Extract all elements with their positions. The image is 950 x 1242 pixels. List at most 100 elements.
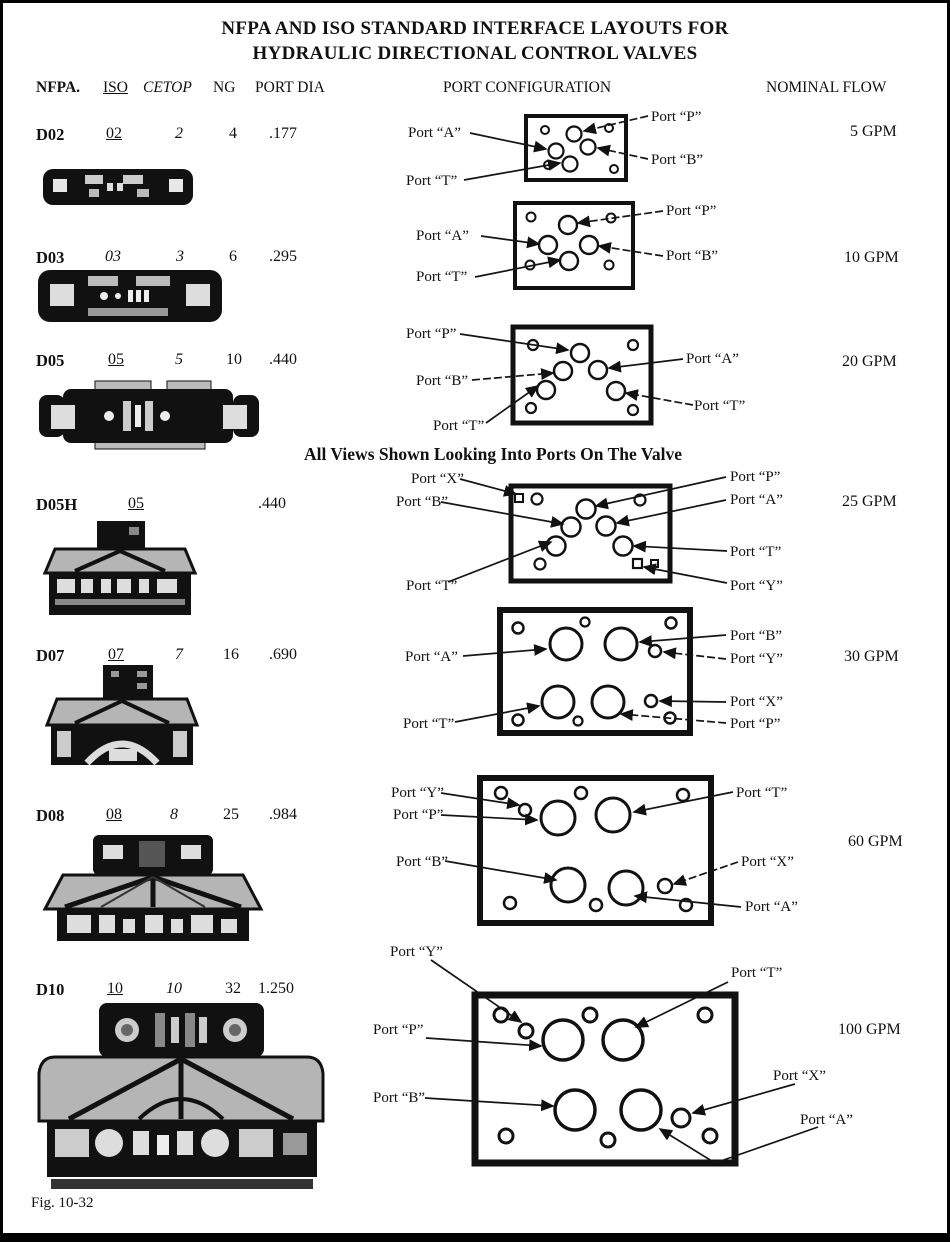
d08-port-label-b: Port “B”	[396, 854, 448, 870]
d03-cetop: 3	[176, 248, 184, 265]
d07-valve-photo	[44, 665, 200, 766]
d05h-leader-lines	[440, 476, 728, 584]
d08-port-label-x: Port “X”	[741, 854, 794, 870]
d05-port-diagram: Port “P” Port “B” Port “T” Port “A” Port…	[406, 324, 745, 434]
d03-leader-lines	[474, 210, 664, 278]
d02-valve-photo	[43, 169, 193, 205]
d02-port-diagram: Port “P” Port “A” Port “B” Port “T”	[406, 109, 703, 189]
page-title-line2: HYDRAULIC DIRECTIONAL CONTROL VALVES	[252, 43, 698, 64]
d05h-port-dia: .440	[258, 495, 286, 512]
d05h-port-label-t-left: Port “T”	[406, 578, 457, 594]
d05h-nominal-flow: 25 GPM	[842, 493, 897, 510]
port-hole-a	[619, 1088, 663, 1132]
d10-port-label-a: Port “A”	[800, 1112, 853, 1128]
d10-iso-code: 10	[107, 980, 123, 997]
d05-port-label-t-right: Port “T”	[694, 398, 745, 414]
port-hole-p	[539, 799, 577, 837]
d05h-port-label-a: Port “A”	[730, 492, 783, 508]
d02-cetop: 2	[175, 125, 183, 142]
d05h-iso-code: 05	[128, 495, 144, 512]
d03-port-label-t: Port “T”	[416, 269, 467, 285]
header-nominal-flow: NOMINAL FLOW	[766, 79, 887, 96]
d10-port-label-b: Port “B”	[373, 1090, 425, 1106]
d10-port-label-x: Port “X”	[773, 1068, 826, 1084]
d05-port-label-t-left: Port “T”	[433, 418, 484, 434]
d08-port-holes	[493, 785, 694, 913]
d05-port-dia: .440	[269, 351, 297, 368]
d07-leader-lines	[454, 634, 727, 724]
header-cetop: CETOP	[143, 79, 192, 96]
d05-leader-lines	[459, 333, 694, 424]
port-hole-p	[590, 684, 626, 720]
d07-cetop: 7	[175, 646, 183, 663]
d07-port-label-x: Port “X”	[730, 694, 783, 710]
port-hole-x	[643, 693, 659, 709]
port-hole-t	[561, 155, 579, 173]
d08-port-label-t: Port “T”	[736, 785, 787, 801]
port-hole-b	[553, 1088, 597, 1132]
d03-port-label-a: Port “A”	[416, 228, 469, 244]
d07-port-label-y: Port “Y”	[730, 651, 783, 667]
port-hole-b	[552, 360, 574, 382]
d08-port-dia: .984	[269, 806, 297, 823]
d10-port-dia: 1.250	[258, 980, 294, 997]
d05-valve-photo	[39, 380, 259, 450]
d05-port-label-a: Port “A”	[686, 351, 739, 367]
d07-port-dia: .690	[269, 646, 297, 663]
d07-iso-code: 07	[108, 646, 124, 663]
port-hole-x	[656, 877, 674, 895]
figure-caption: Fig. 10-32	[31, 1195, 94, 1211]
port-hole-t-right	[612, 535, 634, 557]
d07-nfpa-code: D07	[36, 646, 65, 665]
d07-ng: 16	[223, 646, 239, 663]
port-hole-p	[575, 498, 597, 520]
d03-nominal-flow: 10 GPM	[844, 249, 899, 266]
d08-nfpa-code: D08	[36, 806, 65, 825]
port-hole-a	[587, 359, 609, 381]
d05-port-holes	[524, 338, 640, 417]
d02-port-label-a: Port “A”	[408, 125, 461, 141]
d02-port-label-p: Port “P”	[651, 109, 701, 125]
d05h-port-label-p: Port “P”	[730, 469, 780, 485]
d07-port-label-p: Port “P”	[730, 716, 780, 732]
header-ng: NG	[213, 79, 236, 96]
d03-port-holes	[524, 211, 617, 272]
d05h-valve-photo	[42, 521, 198, 615]
d08-ng: 25	[223, 806, 239, 823]
port-hole-t	[594, 796, 632, 834]
d07-mounting-plate	[497, 607, 693, 736]
d07-port-label-b: Port “B”	[730, 628, 782, 644]
d07-port-label-t: Port “T”	[403, 716, 454, 732]
d08-leader-lines	[440, 791, 742, 908]
port-hole-t-right	[605, 380, 627, 402]
d05h-nfpa-code: D05H	[36, 495, 78, 514]
d10-port-label-t: Port “T”	[731, 965, 782, 981]
port-hole-a	[595, 515, 617, 537]
d07-nominal-flow: 30 GPM	[844, 648, 899, 665]
d03-port-label-b: Port “B”	[666, 248, 718, 264]
page-title-line1: NFPA AND ISO STANDARD INTERFACE LAYOUTS …	[221, 18, 729, 39]
port-hole-t	[601, 1018, 645, 1062]
d08-port-diagram: Port “Y” Port “P” Port “B” Port “T” Port…	[391, 775, 798, 926]
d05-ng: 10	[226, 351, 242, 368]
d08-port-label-y: Port “Y”	[391, 785, 444, 801]
d02-leader-lines	[463, 115, 649, 181]
port-hole-a	[537, 234, 559, 256]
d03-iso-code: 03	[105, 248, 121, 265]
d02-port-label-b: Port “B”	[651, 152, 703, 168]
d10-port-diagram: Port “Y” Port “T” Port “P” Port “B” Port…	[373, 944, 853, 1167]
port-hole-p	[565, 125, 583, 143]
d03-port-label-p: Port “P”	[666, 203, 716, 219]
d10-ng: 32	[225, 980, 241, 997]
d10-nominal-flow: 100 GPM	[838, 1021, 901, 1038]
d03-port-dia: .295	[269, 248, 297, 265]
d03-valve-photo	[38, 270, 222, 322]
port-hole-t	[558, 250, 580, 272]
note-all-views: All Views Shown Looking Into Ports On Th…	[304, 444, 682, 464]
d03-ng: 6	[229, 248, 237, 265]
d05h-port-label-y: Port “Y”	[730, 578, 783, 594]
d07-port-diagram: Port “A” Port “T” Port “B” Port “Y” Port…	[403, 607, 783, 736]
d10-cetop: 10	[166, 980, 182, 997]
d05h-port-label-b: Port “B”	[396, 494, 448, 510]
d08-nominal-flow: 60 GPM	[848, 833, 903, 850]
